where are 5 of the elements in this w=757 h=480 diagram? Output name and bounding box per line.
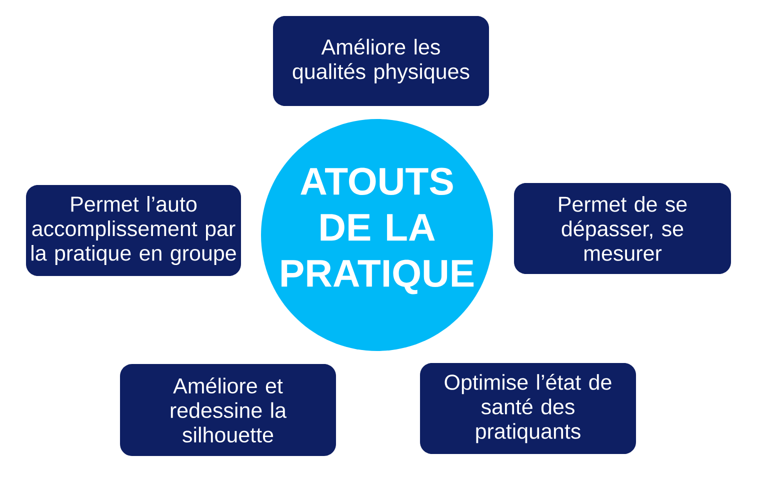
rounded-box: Optimise l’état de santé des pratiquants [420, 363, 636, 454]
rounded-box: Permet de se dépasser, se mesurer [514, 183, 731, 274]
rounded-box: Améliore les qualités physiques [273, 16, 489, 106]
rounded-box: Permet l’auto accomplissement par la pratique en groupe [26, 185, 241, 276]
rounded-box: Améliore et redessine la silhouette [120, 364, 336, 456]
